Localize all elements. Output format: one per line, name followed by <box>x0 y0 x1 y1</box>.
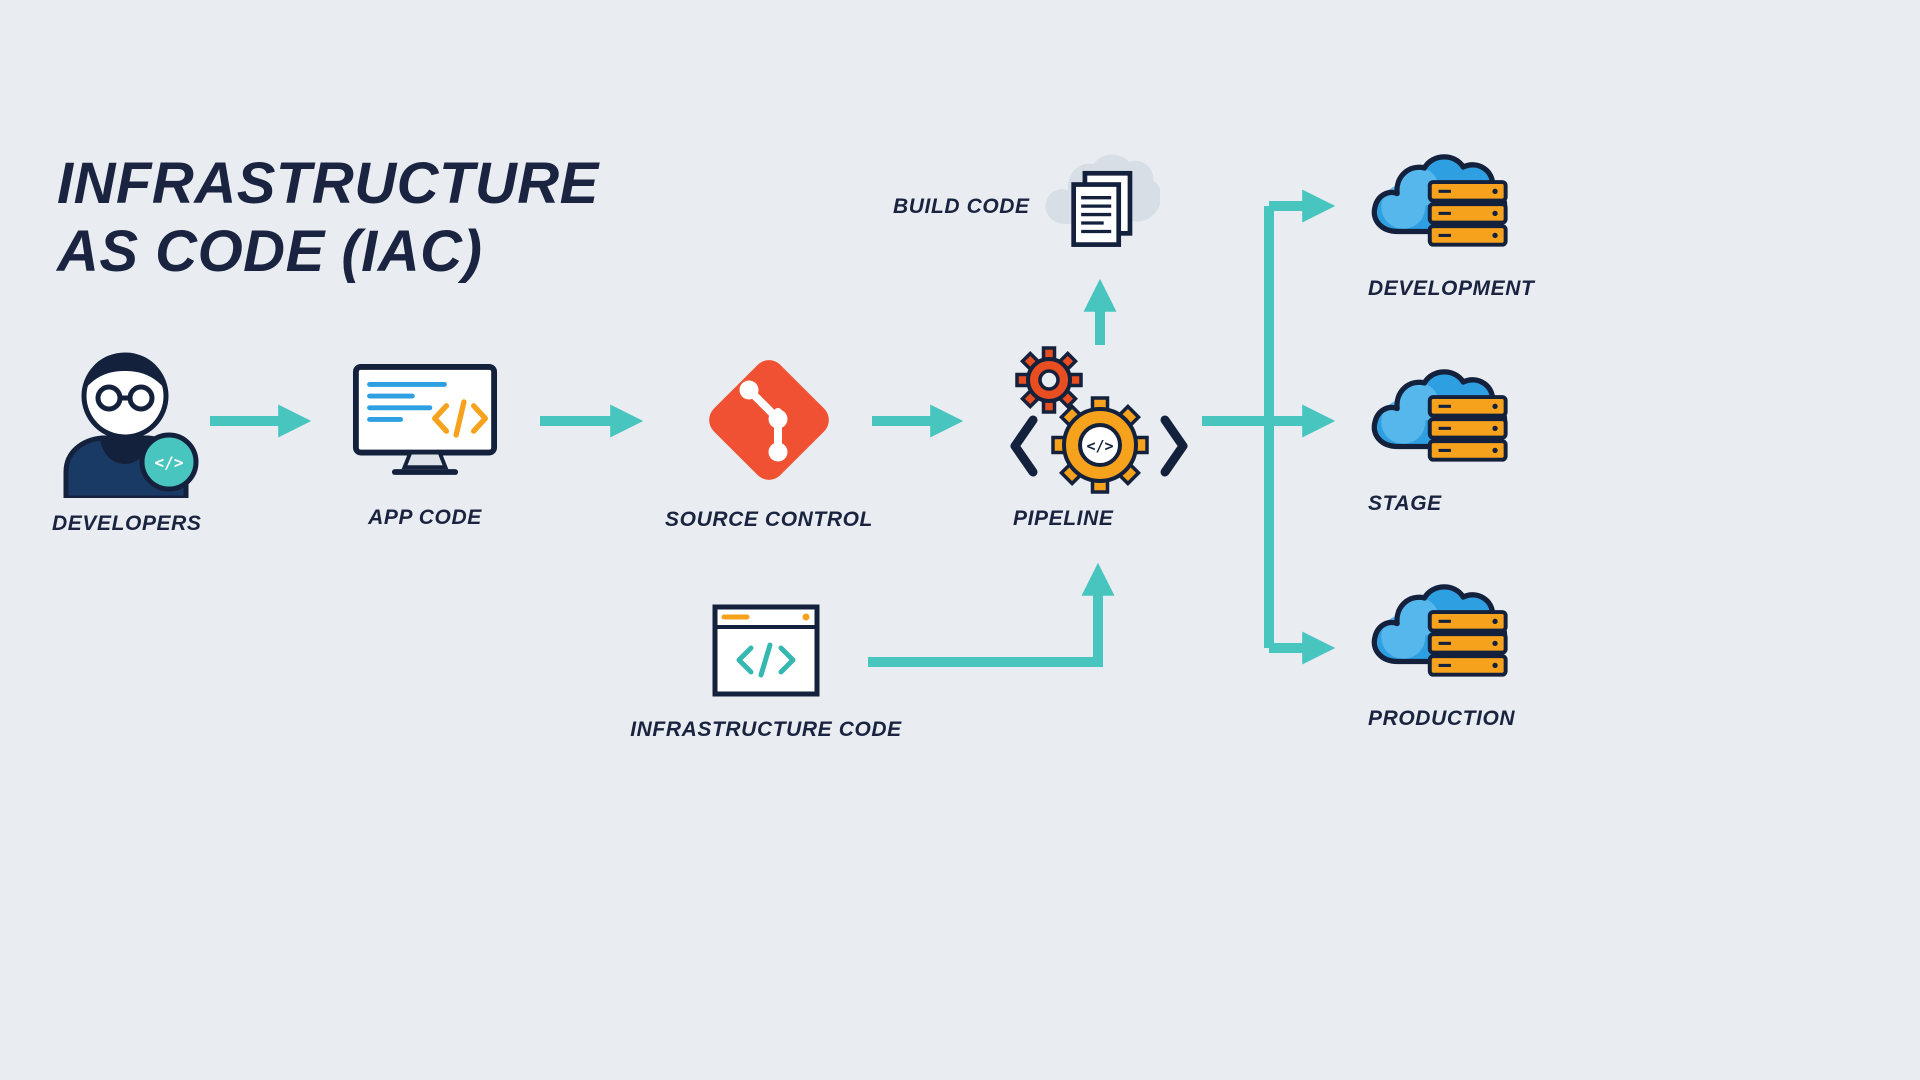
server-racks-icon <box>1427 395 1508 462</box>
stage-label: STAGE <box>1368 491 1442 515</box>
node-build-code <box>1038 147 1160 269</box>
server-racks-icon <box>1427 610 1508 677</box>
cloud-servers-icon <box>1371 584 1508 677</box>
code-badge-icon: </> <box>139 432 199 492</box>
small-gear-icon <box>1015 346 1083 414</box>
development-label: DEVELOPMENT <box>1368 276 1535 300</box>
page-title: INFRASTRUCTURE AS CODE (IAC) <box>57 150 599 286</box>
node-development: DEVELOPMENT <box>1368 145 1534 301</box>
build-code-label: BUILD CODE <box>893 195 1030 218</box>
gears-code-icon: </> <box>1010 346 1188 494</box>
production-label: PRODUCTION <box>1368 706 1516 730</box>
cloud-documents-icon <box>1045 154 1160 247</box>
source-control-label: SOURCE CONTROL <box>665 508 873 531</box>
developer-person-icon: </> <box>63 352 199 498</box>
code-brackets-icon <box>432 399 489 438</box>
large-gear-icon: </> <box>1051 396 1149 494</box>
browser-code-icon <box>712 604 820 697</box>
left-angle-bracket-icon <box>1010 415 1038 477</box>
page-title-line2: AS CODE (IAC) <box>57 218 483 284</box>
page-title-line1: INFRASTRUCTURE <box>57 151 599 216</box>
code-brackets-icon <box>736 642 796 678</box>
node-stage: STAGE <box>1368 360 1518 516</box>
infrastructure-code-label: INFRASTRUCTURE CODE <box>630 718 902 741</box>
node-pipeline: </> PIPELINE <box>1003 342 1195 531</box>
server-racks-icon <box>1427 180 1508 247</box>
cloud-servers-icon <box>1371 154 1508 247</box>
arrow-infracode-to-pipeline <box>868 562 1115 667</box>
cloud-servers-icon <box>1371 369 1508 462</box>
right-angle-bracket-icon <box>1160 415 1188 477</box>
node-developers: </> DEVELOPERS <box>52 340 202 536</box>
node-app-code: APP CODE <box>352 363 498 530</box>
code-glyph: </> <box>1086 437 1113 455</box>
monitor-code-icon <box>352 363 498 475</box>
node-source-control: SOURCE CONTROL <box>665 350 872 532</box>
git-icon <box>709 360 829 480</box>
node-production: PRODUCTION <box>1368 575 1518 731</box>
pipeline-label: PIPELINE <box>1013 507 1114 530</box>
app-code-label: APP CODE <box>368 505 482 529</box>
developers-label: DEVELOPERS <box>52 512 202 535</box>
node-infrastructure-code: INFRASTRUCTURE CODE <box>630 603 901 742</box>
code-glyph: </> <box>155 453 184 472</box>
